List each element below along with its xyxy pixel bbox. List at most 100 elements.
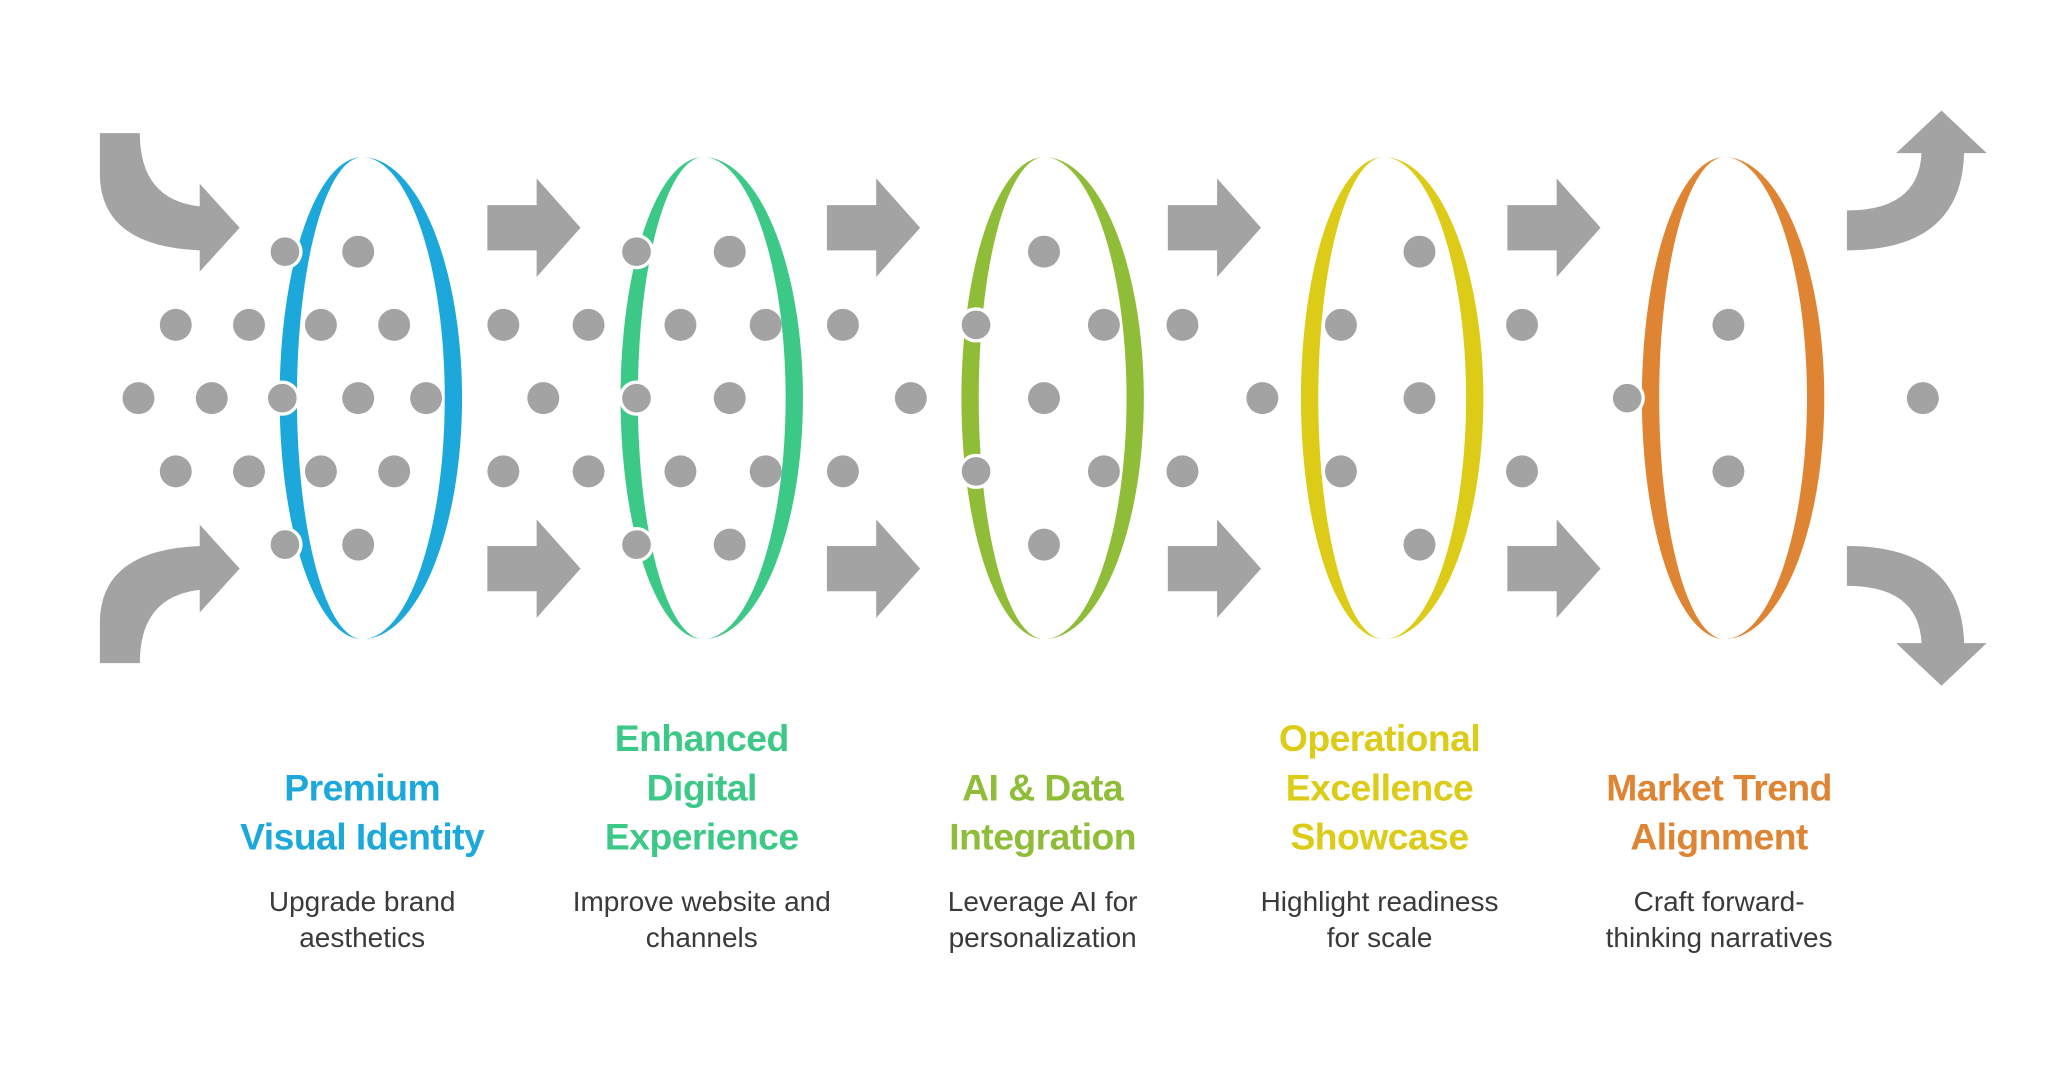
dot-33 <box>1087 308 1120 341</box>
stage-4-description: Highlight readiness for scale <box>1220 884 1540 956</box>
right-arrow-icon-5 <box>1167 178 1262 277</box>
dot-21 <box>487 455 520 488</box>
stage-5-title-line-1: Market Trend <box>1606 767 1832 809</box>
stage-3-title: AI & Data Integration <box>883 763 1203 862</box>
stage-1-desc-line-1: Upgrade brand <box>268 886 456 918</box>
dots-layer <box>122 235 1939 561</box>
dot-46 <box>1712 455 1745 488</box>
dot-25 <box>713 235 746 268</box>
dot-32 <box>1027 528 1060 561</box>
stage-5-description: Craft forward- thinking narratives <box>1559 884 1879 956</box>
curved-entry-arrow-bottom-icon <box>99 524 240 664</box>
arrows-layer <box>99 110 1987 686</box>
dot-36 <box>1166 455 1199 488</box>
dot-34 <box>1087 455 1120 488</box>
dot-29 <box>894 382 927 415</box>
right-arrow-icon-1 <box>487 178 581 277</box>
stage-2-desc-line-1: Improve website and <box>572 886 831 918</box>
stage-4-ring <box>1300 157 1484 640</box>
right-arrow-icon-3 <box>826 178 921 277</box>
stage-3-desc-line-1: Leverage AI for <box>947 886 1138 918</box>
curved-entry-arrow-top-icon <box>99 133 240 272</box>
dot-20 <box>713 382 746 415</box>
dot-17 <box>664 308 697 341</box>
dot-18 <box>749 308 782 341</box>
ring-dot-7 <box>958 307 994 343</box>
dot-27 <box>826 308 859 341</box>
stage-3-desc-line-2: personalization <box>948 922 1137 954</box>
dot-44 <box>1506 455 1538 488</box>
dot-19 <box>527 382 560 415</box>
curved-exit-arrow-up-icon <box>1846 110 1987 251</box>
dot-9 <box>159 455 192 488</box>
dot-7 <box>342 382 375 415</box>
dot-8 <box>410 382 443 415</box>
right-arrow-icon-8 <box>1507 519 1601 618</box>
dot-16 <box>572 308 605 341</box>
dot-35 <box>1166 308 1199 341</box>
dot-4 <box>378 308 411 341</box>
dot-11 <box>304 455 337 488</box>
dot-1 <box>159 308 192 341</box>
right-arrow-icon-7 <box>1507 178 1601 277</box>
ring-dot-4 <box>618 234 655 270</box>
stage-5-desc-line-2: thinking narratives <box>1605 922 1833 954</box>
stage-1-description: Upgrade brand aesthetics <box>202 884 522 956</box>
dot-10 <box>233 455 265 488</box>
dot-45 <box>1712 308 1745 341</box>
dot-22 <box>572 455 605 488</box>
right-arrow-icon-2 <box>487 519 581 618</box>
dot-40 <box>1403 235 1436 268</box>
stage-5-ring <box>1641 157 1825 640</box>
dot-5 <box>122 382 155 415</box>
stage-5-desc-line-1: Craft forward- <box>1633 886 1805 918</box>
stage-1-title-line-1: Premium <box>284 767 441 809</box>
ring-dot-1 <box>267 234 303 270</box>
dot-15 <box>487 308 520 341</box>
stage-5-title-line-2: Alignment <box>1630 816 1808 858</box>
dot-14 <box>342 528 375 561</box>
ring-dots-layer <box>264 234 1645 563</box>
dot-3 <box>304 308 337 341</box>
dot-37 <box>1246 382 1279 415</box>
ring-dot-9 <box>1609 380 1645 416</box>
stage-4-desc-line-1: Highlight readiness <box>1260 886 1499 918</box>
stage-3-description: Leverage AI for personalization <box>883 884 1203 956</box>
stage-5-title: Market Trend Alignment <box>1559 763 1879 862</box>
dot-31 <box>1027 382 1060 415</box>
ring-dot-3 <box>267 526 303 563</box>
stage-4-title-line-3: Showcase <box>1290 816 1469 858</box>
ring-dot-8 <box>958 453 994 490</box>
dot-41 <box>1403 382 1436 415</box>
stage-1-title-line-2: Visual Identity <box>240 816 485 858</box>
stage-4-title-line-2: Excellence <box>1285 767 1474 809</box>
stage-4-title-line-1: Operational <box>1278 717 1481 760</box>
dot-6 <box>195 382 228 415</box>
dot-47 <box>1906 382 1939 415</box>
ring-dot-2 <box>264 380 300 416</box>
stage-2-title: Enhanced Digital Experience <box>542 714 862 862</box>
dot-2 <box>233 308 265 341</box>
dot-24 <box>749 455 782 488</box>
ring-dot-6 <box>618 526 655 563</box>
dot-30 <box>1027 235 1060 268</box>
stage-4-title: Operational Excellence Showcase <box>1220 714 1540 862</box>
dot-42 <box>1403 528 1436 561</box>
stage-2-desc-line-2: channels <box>645 922 758 954</box>
dot-43 <box>1506 308 1538 341</box>
dot-23 <box>664 455 697 488</box>
dot-38 <box>1324 308 1357 341</box>
right-arrow-icon-4 <box>826 519 921 618</box>
stage-2-title-line-2: Digital <box>646 767 758 809</box>
ring-dot-5 <box>618 380 655 416</box>
dot-28 <box>826 455 859 488</box>
stage-3-title-line-2: Integration <box>949 816 1137 858</box>
stage-2-title-line-1: Enhanced <box>614 717 789 760</box>
stage-1-desc-line-2: aesthetics <box>299 922 426 954</box>
dot-13 <box>342 235 375 268</box>
right-arrow-icon-6 <box>1167 519 1262 618</box>
stage-4-desc-line-2: for scale <box>1326 922 1433 954</box>
stage-1-title: Premium Visual Identity <box>202 763 522 862</box>
curved-exit-arrow-down-icon <box>1846 545 1987 686</box>
